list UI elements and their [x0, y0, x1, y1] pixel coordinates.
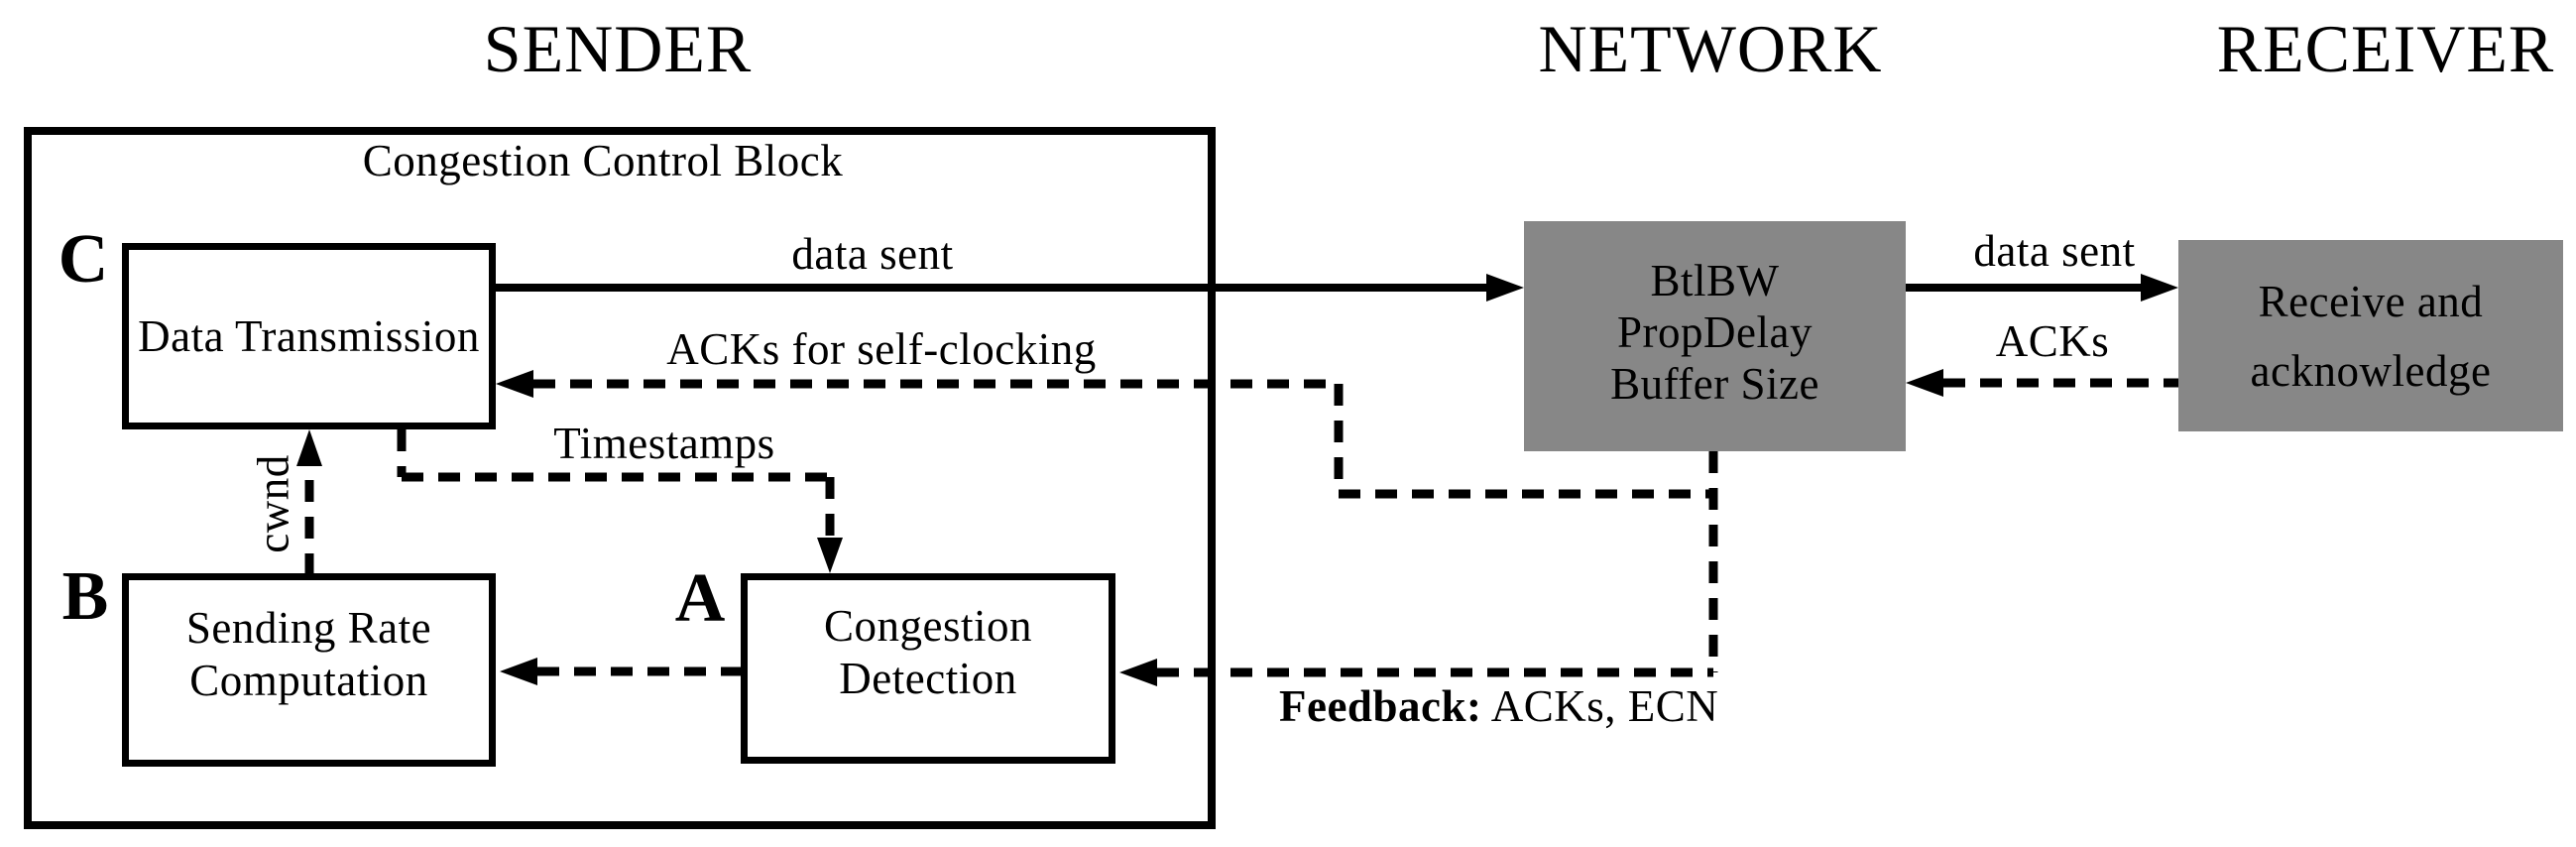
sending-rate-line-1: Sending Rate — [185, 602, 432, 653]
acks-label: ACKs — [1995, 316, 2110, 366]
sending-rate-line-2: Computation — [189, 655, 428, 705]
cwnd-label: cwnd — [248, 454, 298, 553]
acks-self-clocking-label: ACKs for self-clocking — [666, 324, 1097, 374]
receiver-line-2: acknowledge — [2250, 345, 2492, 396]
tag-c: C — [58, 221, 109, 298]
congestion-detection-box: Congestion Detection — [741, 573, 1115, 764]
network-line-1: BtlBW — [1650, 256, 1780, 305]
feedback-label-prefix: Feedback: — [1279, 681, 1482, 731]
network-line-2: PropDelay — [1617, 307, 1813, 357]
data-sent-left-label: data sent — [791, 229, 954, 279]
network-line-3: Buffer Size — [1610, 359, 1819, 409]
congestion-detection-line-1: Congestion — [823, 601, 1032, 651]
congestion-detection-line-2: Detection — [839, 654, 1017, 703]
tag-a: A — [674, 560, 726, 637]
receiver-title: RECEIVER — [2216, 11, 2555, 86]
data-transmission-box: Data Transmission — [122, 243, 496, 429]
network-title: NETWORK — [1538, 11, 1883, 86]
acks-arrow — [1906, 369, 2178, 397]
congestion-control-block-label: Congestion Control Block — [362, 136, 844, 185]
sender-title: SENDER — [483, 11, 753, 86]
data-transmission-label: Data Transmission — [138, 310, 480, 361]
network-path-box: BtlBW PropDelay Buffer Size — [1524, 221, 1906, 451]
receiver-line-1: Receive and — [2258, 276, 2484, 326]
sending-rate-computation-box: Sending Rate Computation — [122, 573, 496, 767]
tag-b: B — [61, 558, 109, 635]
data-sent-right-label: data sent — [1973, 226, 2136, 276]
data-sent-arrow-right — [1906, 274, 2178, 302]
receiver-box: Receive and acknowledge — [2178, 240, 2563, 431]
feedback-label-rest: ACKs, ECN — [1481, 681, 1719, 731]
timestamps-label: Timestamps — [553, 419, 775, 468]
feedback-label: Feedback: ACKs, ECN — [1279, 680, 1718, 732]
